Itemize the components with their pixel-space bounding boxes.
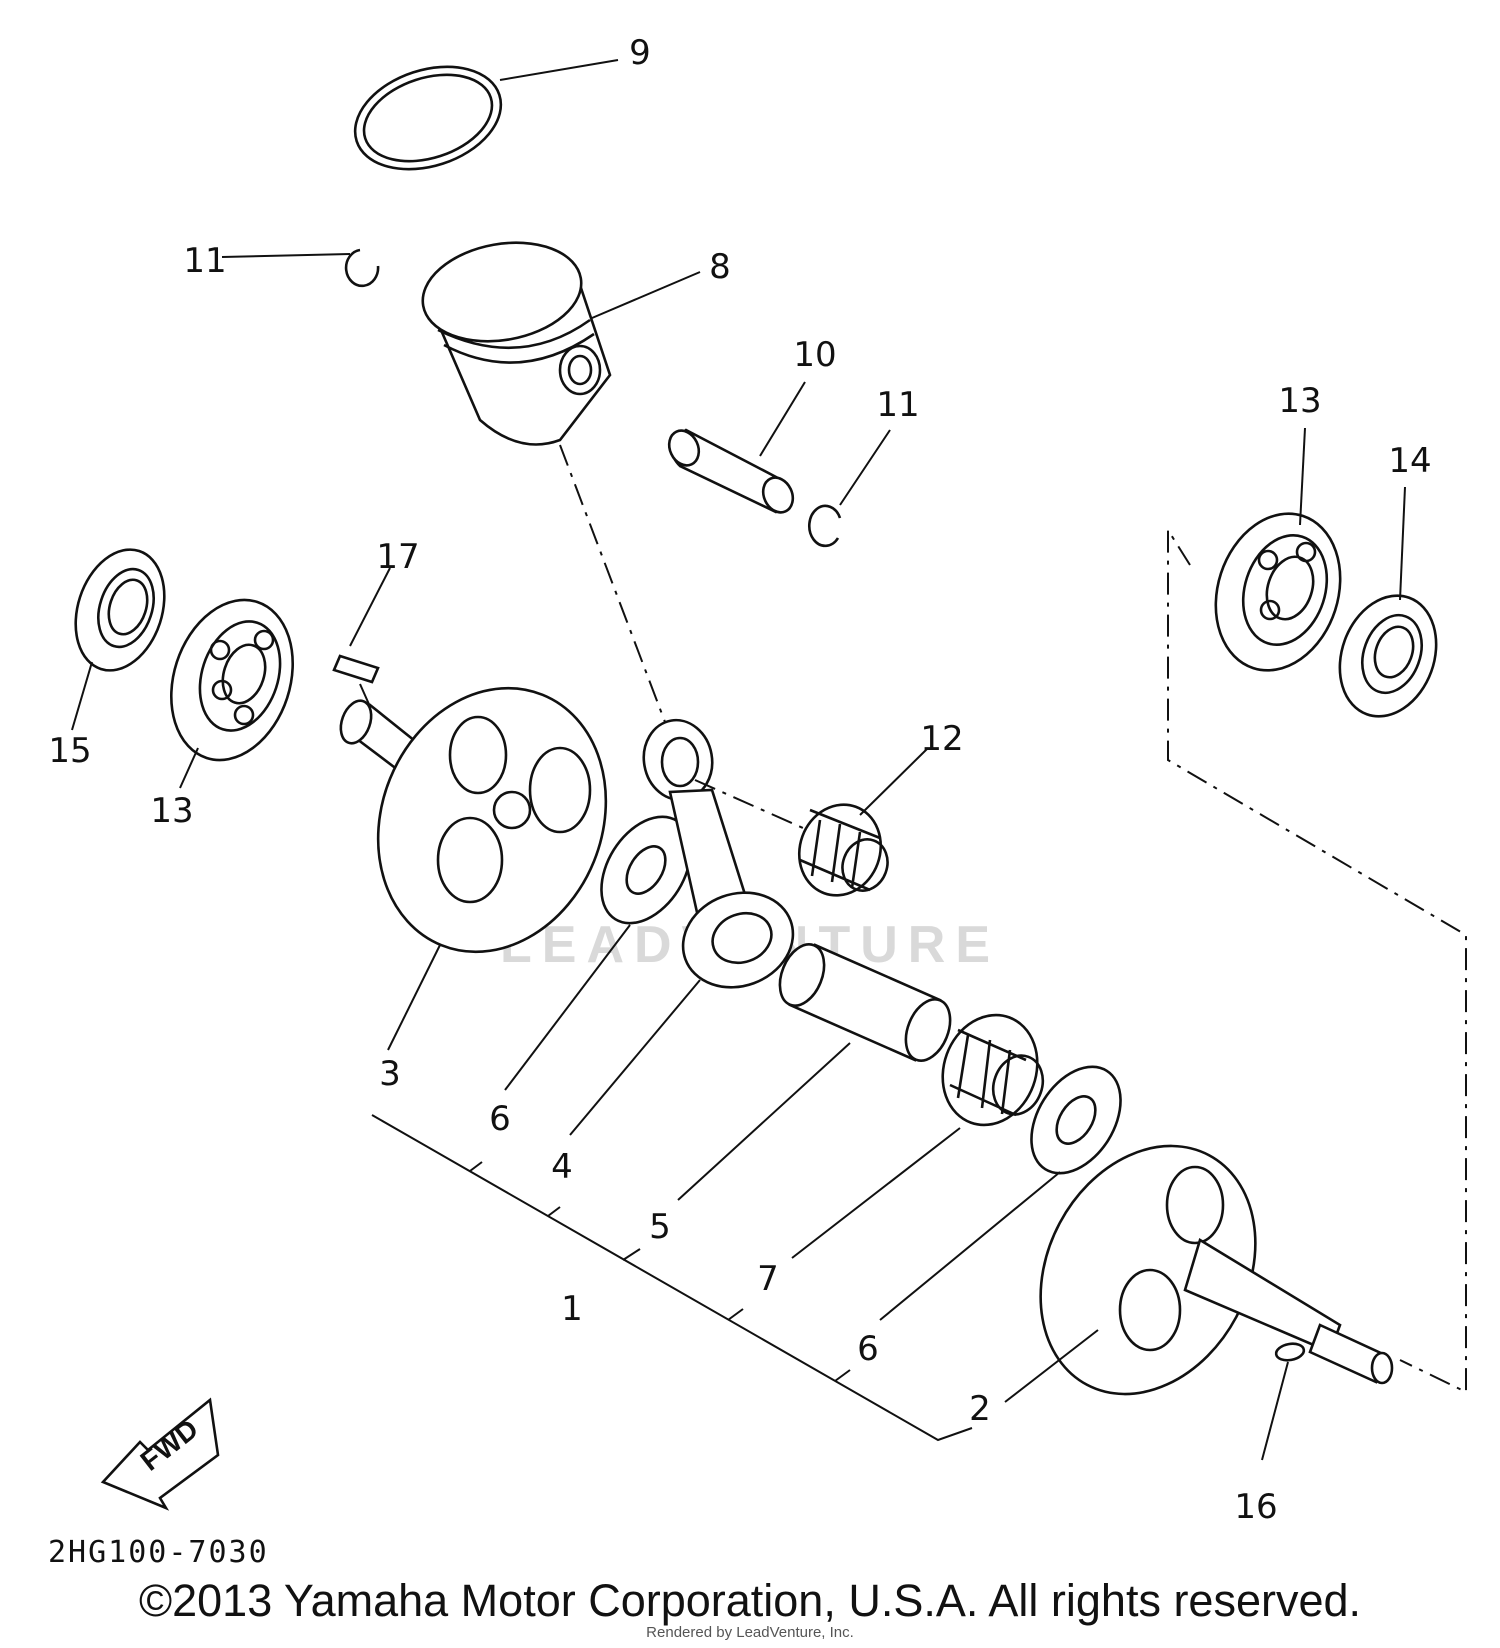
callout-4[interactable]: 4 [551,1147,573,1187]
copyright-notice: ©2013 Yamaha Motor Corporation, U.S.A. A… [138,1575,1362,1626]
callout-9[interactable]: 9 [629,33,651,73]
thrust-washer-part-6-left[interactable] [583,801,709,940]
circlip-part-11-upper[interactable] [344,248,380,288]
callout-3[interactable]: 3 [379,1054,401,1094]
thrust-washer-part-6-right[interactable] [1013,1051,1139,1190]
drawing-code: 2HG100-7030 [48,1535,269,1570]
callout-16[interactable]: 16 [1234,1487,1277,1527]
callout-1[interactable]: 1 [561,1289,583,1329]
callout-12[interactable]: 12 [920,719,963,759]
callout-11-upper[interactable]: 11 [183,241,226,281]
callout-6-left[interactable]: 6 [489,1099,511,1139]
callout-11-right[interactable]: 11 [876,385,919,425]
bearing-part-13-left[interactable] [151,584,312,776]
callout-13-right[interactable]: 13 [1278,381,1321,421]
callout-6-right[interactable]: 6 [857,1329,879,1369]
needle-bearing-part-12[interactable] [787,793,895,907]
needle-bearing-part-7[interactable] [928,1002,1053,1139]
piston-pin-part-10[interactable] [664,426,799,517]
callout-13-left[interactable]: 13 [150,791,193,831]
callout-10[interactable]: 10 [793,335,836,375]
fwd-arrow-icon: FWD [100,1397,220,1511]
callout-14[interactable]: 14 [1388,441,1431,481]
callout-5[interactable]: 5 [649,1207,671,1247]
circlip-part-11-right[interactable] [807,504,842,548]
callout-15[interactable]: 15 [48,731,91,771]
callout-7[interactable]: 7 [757,1259,779,1299]
piston-ring-part-9[interactable] [342,49,514,187]
crank-web-left-part-3[interactable] [335,654,644,987]
oil-seal-part-14[interactable] [1324,582,1453,730]
assembly-bracket [371,526,1467,1442]
bearing-part-13-right[interactable] [1196,497,1360,686]
callout-2[interactable]: 2 [969,1389,991,1429]
rendered-by-note: Rendered by LeadVenture, Inc. [646,1624,854,1641]
woodruff-key-part-17[interactable] [332,654,380,684]
oil-seal-part-15[interactable] [61,538,179,682]
callout-8[interactable]: 8 [709,247,731,287]
woodruff-key-part-16[interactable] [1274,1342,1306,1363]
piston-part-8[interactable] [415,231,612,446]
crank-pin-part-5[interactable] [771,938,958,1067]
callout-17[interactable]: 17 [376,537,419,577]
